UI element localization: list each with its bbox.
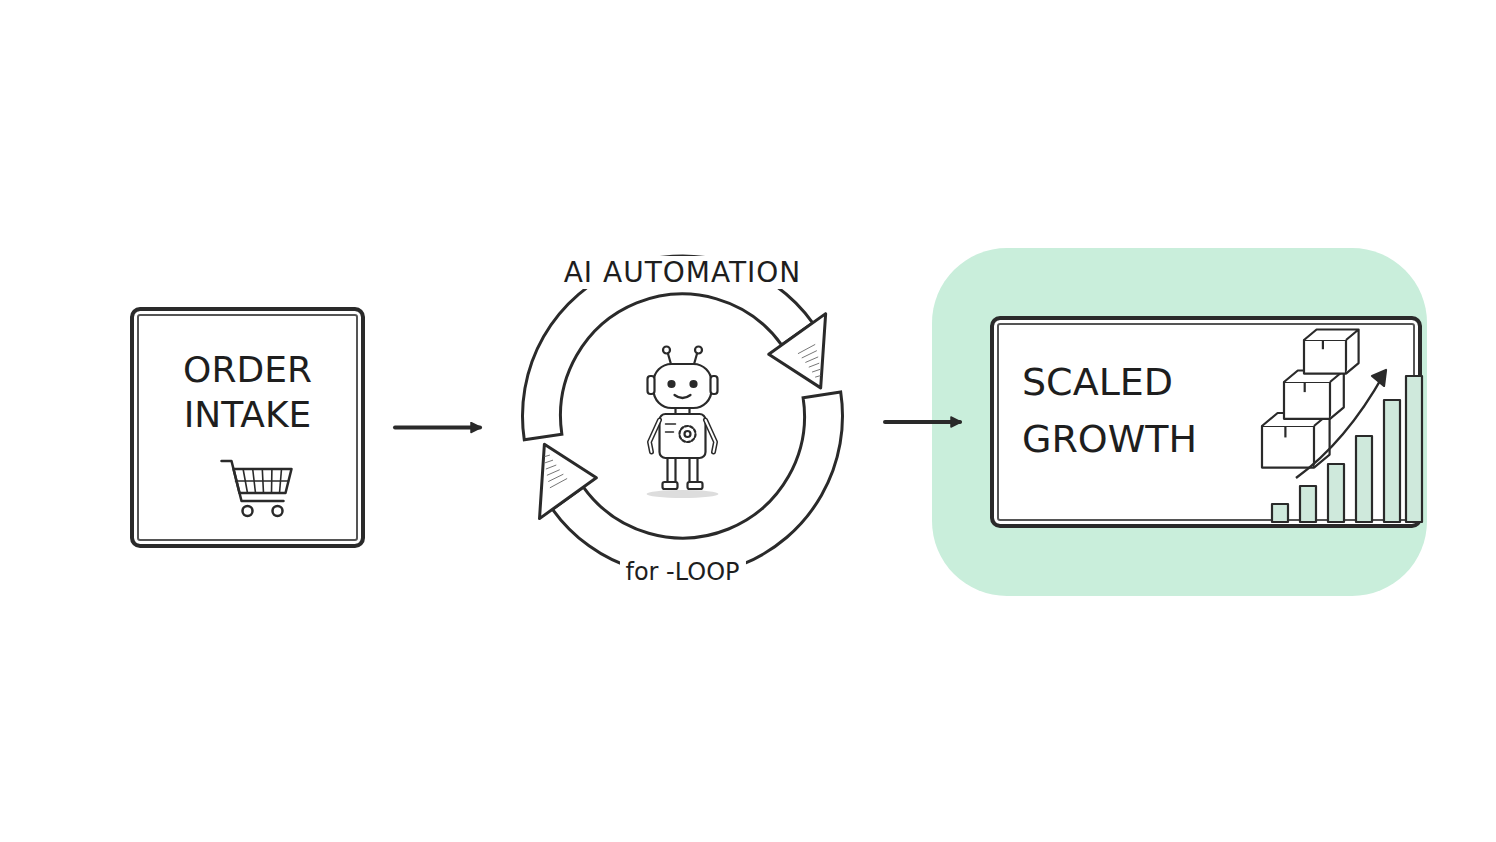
node-title: ORDER INTAKE xyxy=(163,311,333,437)
node-title: SCALED GROWTH xyxy=(994,320,1252,468)
loop-arrowhead xyxy=(769,314,826,388)
node-art xyxy=(510,246,855,598)
growth-region xyxy=(932,248,1427,596)
cart-icon xyxy=(222,461,292,516)
node-title: AI AUTOMATION xyxy=(558,256,808,289)
node-subtitle: for -LOOP xyxy=(619,558,745,586)
loop-arc xyxy=(523,256,813,440)
result-box: SCALED GROWTH xyxy=(990,316,1422,528)
process-box: ORDER INTAKE xyxy=(130,307,365,548)
loop-arrowhead xyxy=(540,444,597,518)
flow-arrow xyxy=(395,426,480,430)
robot-figure xyxy=(647,347,719,499)
loop-cycle: AI AUTOMATION for -LOOP xyxy=(510,246,855,598)
loop-arc xyxy=(553,392,843,576)
flow-arrow xyxy=(885,420,960,424)
growth-chart xyxy=(1262,330,1422,523)
